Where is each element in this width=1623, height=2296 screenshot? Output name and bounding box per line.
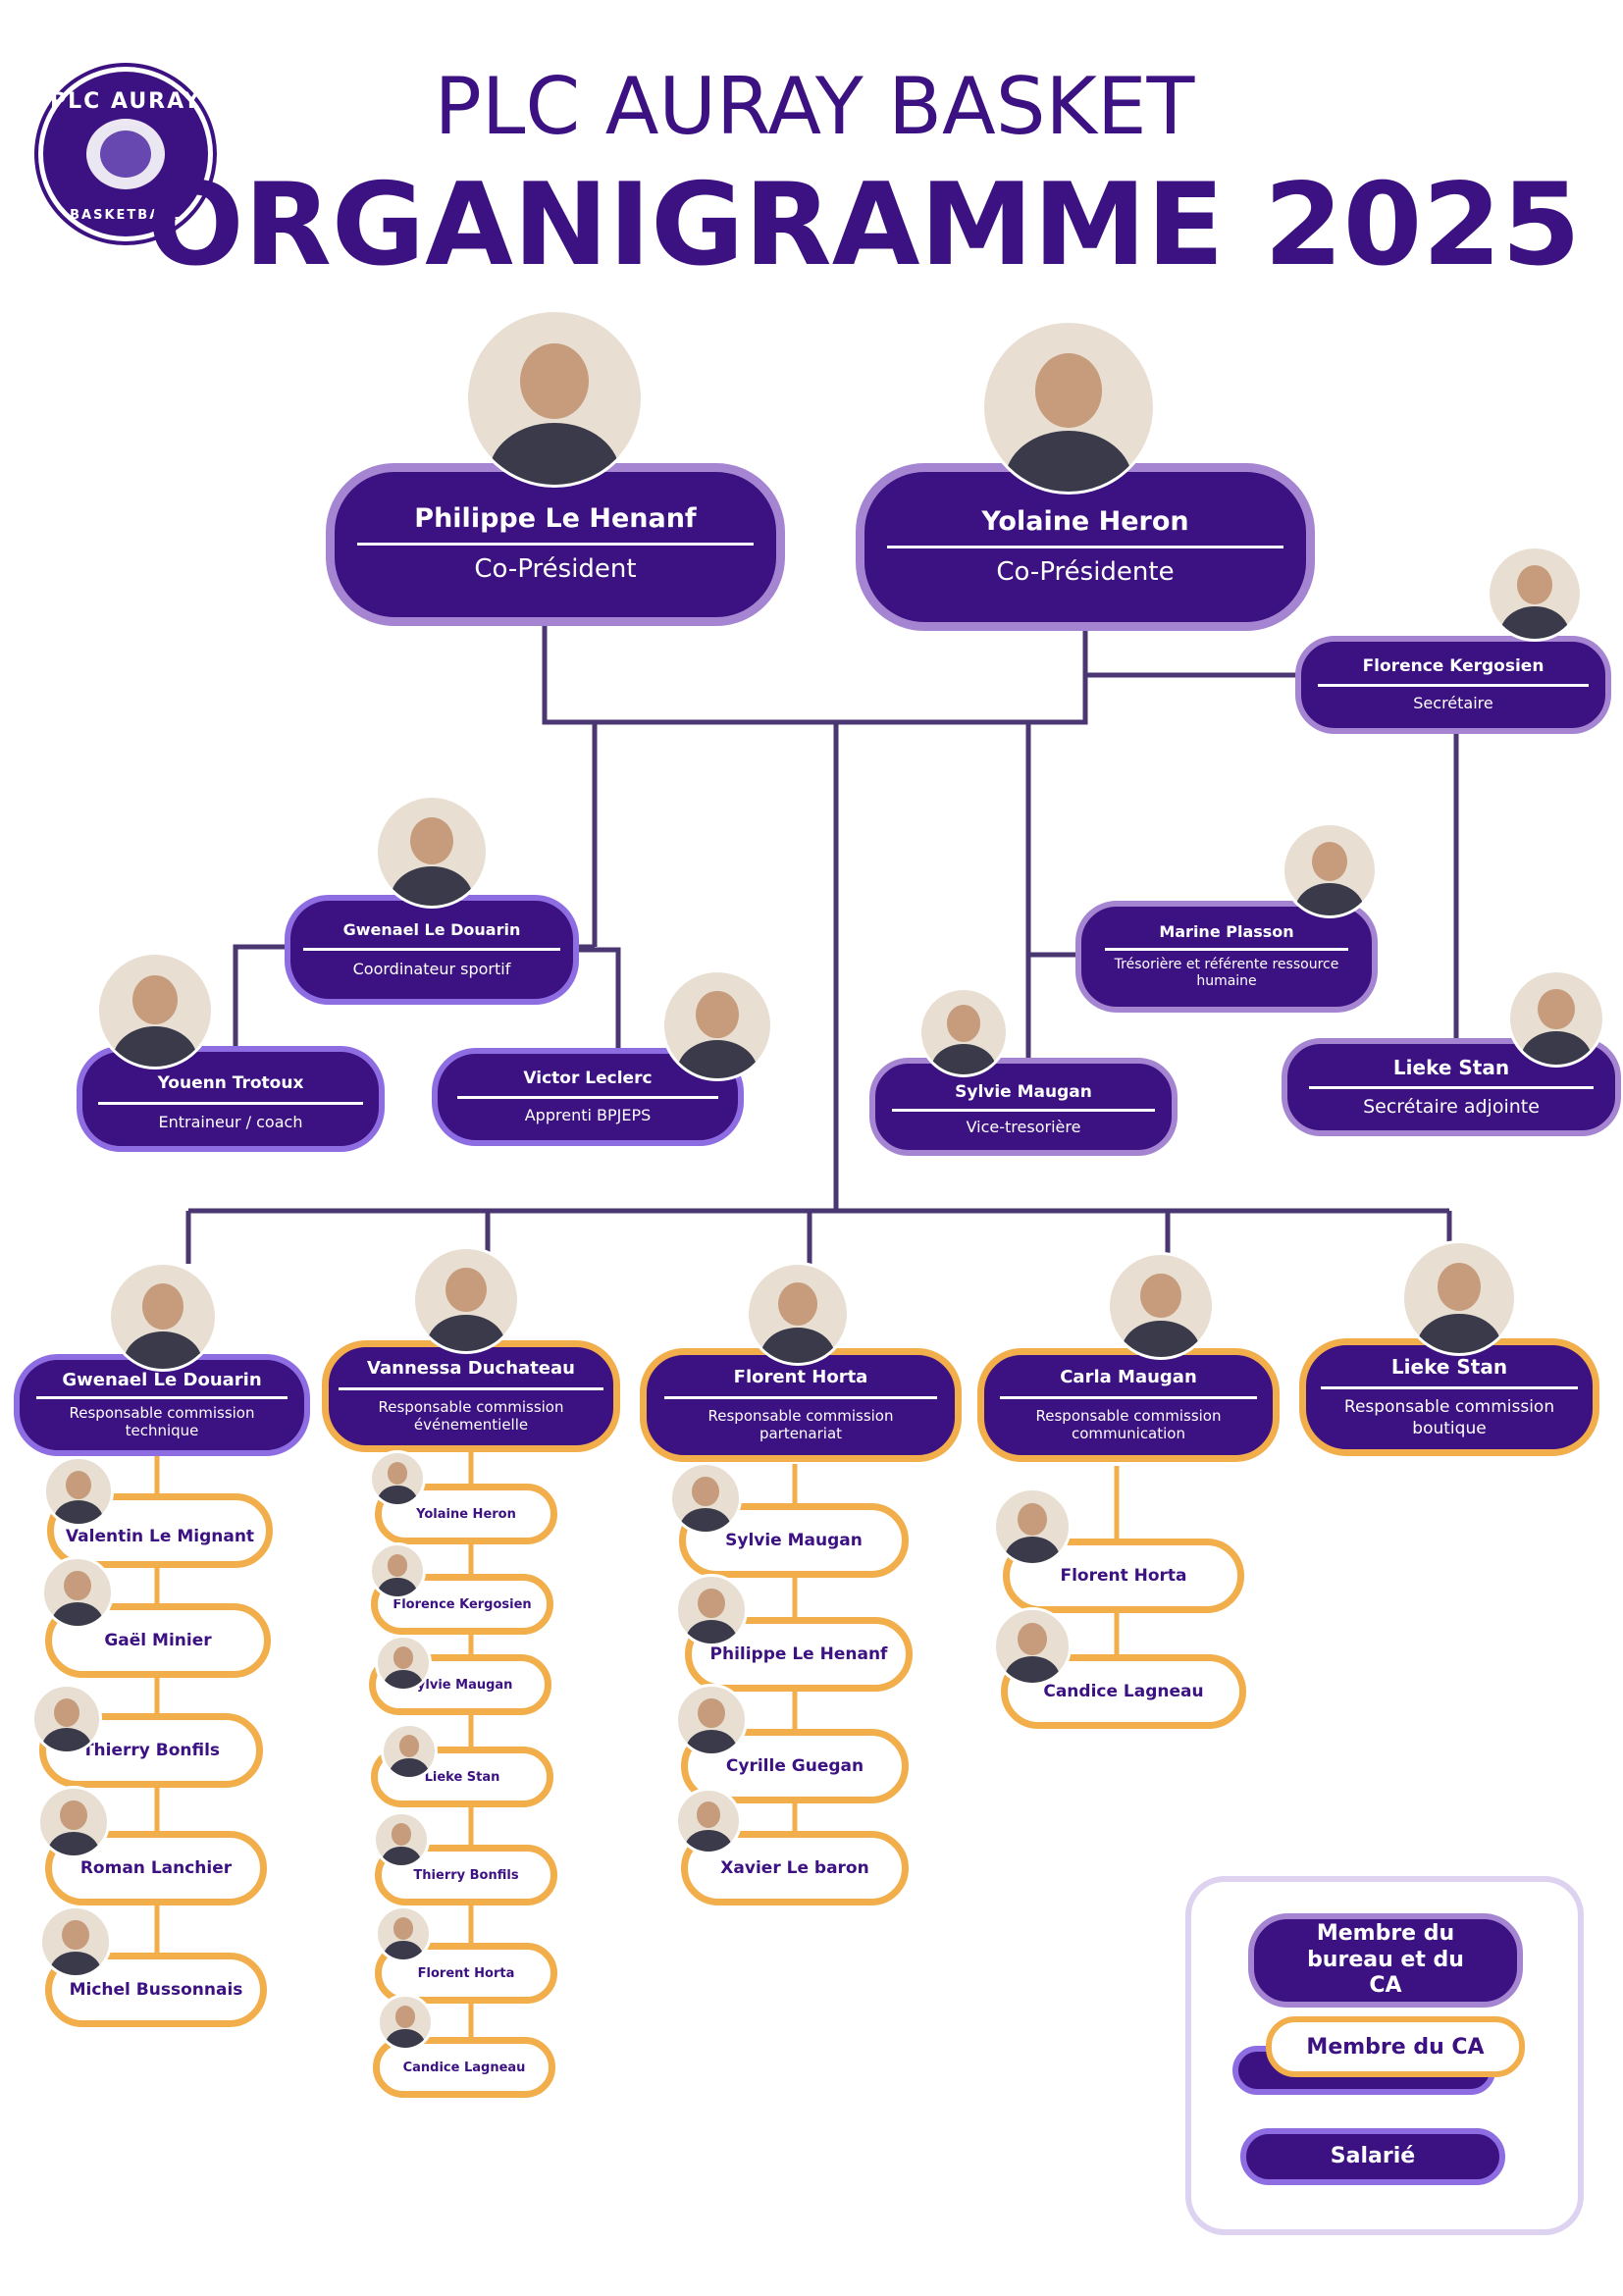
card-role: Secrétaire adjointe <box>1363 1095 1540 1118</box>
legend-bureau-label: Membre du bureau et du CA <box>1307 1921 1464 1999</box>
member-michel-bussonnais: Michel Bussonnais <box>45 1953 267 2027</box>
card-name: Marine Plasson <box>1159 922 1294 942</box>
card-name: Gwenael Le Douarin <box>342 919 521 939</box>
avatar-victor-leclerc <box>661 969 773 1081</box>
card-secretaire: Florence Kergosien Secrétaire <box>1295 636 1611 734</box>
avatar-florence-kergosien <box>1487 546 1583 642</box>
avatar-florent-horta <box>746 1262 850 1366</box>
avatar-member-thierry-bonfils-evt <box>373 1811 430 1868</box>
avatar-gwenael-le-douarin <box>375 795 489 909</box>
card-commission-technique: Gwenael Le Douarin Responsable commissio… <box>14 1354 310 1456</box>
card-role: Responsable commission partenariat <box>707 1406 894 1443</box>
card-coordinateur-sportif: Gwenael Le Douarin Coordinateur sportif <box>285 895 579 1005</box>
avatar-carla-maugan <box>1107 1252 1215 1360</box>
legend-ca-label: Membre du CA <box>1266 2016 1525 2077</box>
legend-bureau-swatch: Membre du bureau et du CA <box>1248 1913 1523 2008</box>
avatar-michel-bussonnais <box>39 1905 112 1978</box>
card-name: Sylvie Maugan <box>955 1082 1092 1103</box>
logo-text-bottom: BASKETBALL <box>70 208 182 223</box>
avatar-member-florent-horta-evt <box>375 1905 432 1962</box>
avatar-member-yolaine-heron <box>369 1450 426 1507</box>
avatar-valentin-le-mignant <box>43 1456 114 1527</box>
card-name: Gwenael Le Douarin <box>62 1369 262 1390</box>
avatar-member-xavier-le-baron <box>675 1788 742 1854</box>
card-role: Responsable commission événementielle <box>378 1397 564 1435</box>
member-cyrille-guegan: Cyrille Guegan <box>681 1729 909 1803</box>
member-candice-lagneau-comm: Candice Lagneau <box>1001 1654 1246 1729</box>
logo-text-top: PLC AURAY <box>50 89 201 114</box>
avatar-member-sylvie-maugan-evt <box>375 1635 432 1692</box>
card-role: Trésorière et référente ressource humain… <box>1114 956 1339 990</box>
avatar-marine-plasson <box>1282 822 1378 918</box>
card-role: Secrétaire <box>1413 693 1493 712</box>
card-role: Vice-tresorière <box>966 1117 1081 1136</box>
avatar-member-cyrille-guegan <box>675 1684 748 1756</box>
avatar-thierry-bonfils <box>31 1684 102 1754</box>
avatar-gael-minier <box>41 1556 114 1629</box>
avatar-member-florent-horta-comm <box>993 1487 1072 1566</box>
avatar-vannessa-duchateau <box>412 1246 520 1354</box>
card-name: Philippe Le Henanf <box>414 503 697 535</box>
legend-salarie-label: Salarié <box>1330 2143 1416 2168</box>
member-sylvie-maugan-part: Sylvie Maugan <box>679 1503 909 1578</box>
card-role: Coordinateur sportif <box>352 960 511 979</box>
avatar-member-candice-lagneau-evt <box>377 1994 434 2051</box>
club-name: PLC AURAY BASKET <box>434 61 1195 152</box>
card-role: Responsable commission boutique <box>1343 1397 1555 1438</box>
legend-salarie-swatch: Salarié <box>1240 2128 1505 2185</box>
avatar-member-sylvie-maugan-part <box>669 1462 742 1535</box>
member-yolaine-heron: Yolaine Heron <box>375 1484 557 1544</box>
card-vice-tresoriere: Sylvie Maugan Vice-tresorière <box>869 1058 1178 1156</box>
avatar-member-florence-kergosien <box>369 1542 426 1599</box>
avatar-youenn-trotoux <box>96 952 214 1070</box>
card-commission-communication: Carla Maugan Responsable commission comm… <box>977 1348 1280 1462</box>
card-role: Co-Présidente <box>996 556 1175 587</box>
card-name: Vannessa Duchateau <box>367 1357 575 1379</box>
card-role: Responsable commission technique <box>69 1403 255 1440</box>
card-name: Victor Leclerc <box>523 1069 653 1089</box>
avatar-roman-lanchier <box>37 1786 110 1858</box>
card-name: Youenn Trotoux <box>157 1073 304 1094</box>
card-entraineur: Youenn Trotoux Entraineur / coach <box>77 1046 385 1152</box>
card-name: Florence Kergosien <box>1362 656 1544 677</box>
card-name: Carla Maugan <box>1060 1366 1197 1387</box>
card-name: Lieke Stan <box>1390 1355 1508 1380</box>
member-thierry-bonfils-evt: Thierry Bonfils <box>375 1845 557 1905</box>
card-role: Entraineur / coach <box>158 1112 303 1131</box>
avatar-philippe-le-henanf <box>465 309 644 488</box>
avatar-member-lieke-stan <box>381 1723 438 1780</box>
card-role: Co-Président <box>474 554 637 585</box>
member-florence-kergosien: Florence Kergosien <box>371 1574 553 1635</box>
avatar-yolaine-heron <box>981 320 1156 495</box>
card-co-president: Philippe Le Henanf Co-Président <box>326 463 785 626</box>
legend-box <box>1185 1876 1584 2235</box>
mascot-icon <box>86 119 165 189</box>
avatar-sylvie-maugan <box>918 987 1009 1077</box>
card-name: Lieke Stan <box>1392 1055 1510 1079</box>
card-role: Apprenti BPJEPS <box>524 1105 652 1124</box>
avatar-lieke-stan-boutique <box>1401 1240 1517 1356</box>
member-gael-minier: Gaël Minier <box>45 1603 271 1678</box>
card-tresoriere: Marine Plasson Trésorière et référente r… <box>1075 901 1378 1013</box>
club-logo: PLC AURAY BASKETBALL <box>43 72 208 236</box>
card-role: Responsable commission communication <box>1035 1406 1222 1443</box>
avatar-gwenael-le-douarin-technique <box>108 1262 218 1372</box>
card-name: Yolaine Heron <box>981 505 1189 537</box>
card-name: Florent Horta <box>733 1366 868 1387</box>
page-title: ORGANIGRAMME 2025 <box>147 159 1581 291</box>
avatar-member-philippe-le-henanf <box>675 1574 748 1646</box>
avatar-lieke-stan <box>1507 969 1605 1068</box>
card-commission-evenementielle: Vannessa Duchateau Responsable commissio… <box>322 1340 620 1452</box>
avatar-member-candice-lagneau-comm <box>993 1607 1072 1686</box>
card-commission-boutique: Lieke Stan Responsable commission boutiq… <box>1299 1338 1599 1456</box>
